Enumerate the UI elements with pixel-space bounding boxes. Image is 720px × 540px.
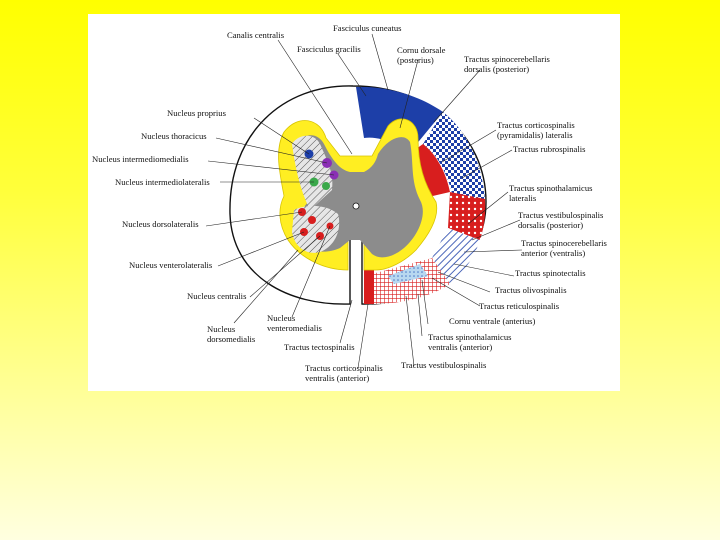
label-nucleus-ventrolateralis: Nucleus venterolateralis — [129, 260, 213, 270]
label-cornu-dorsale-1: Cornu dorsale — [397, 45, 446, 55]
label-tractus-rubrospinalis: Tractus rubrospinalis — [513, 144, 586, 154]
label-tractus-reticulospinalis: Tractus reticulospinalis — [479, 301, 560, 311]
label-vestibulospinalis-dorsalis-2: dorsalis (posterior) — [518, 220, 583, 230]
label-nucleus-ventromedialis-2: venteromedialis — [267, 323, 323, 333]
spinocerebellar-dorsal-region — [423, 112, 485, 202]
label-nucleus-intermediolateralis: Nucleus intermediolateralis — [115, 177, 210, 187]
label-nucleus-dorsomedialis-2: dorsomedialis — [207, 334, 256, 344]
leader-lines — [205, 33, 523, 369]
label-nucleus-centralis: Nucleus centralis — [187, 291, 247, 301]
label-spinothalamicus-lateralis-2: lateralis — [509, 193, 537, 203]
spinal-cord-diagram: Canalis centralis Fasciculus cuneatus Fa… — [92, 23, 607, 383]
label-spinothalamicus-lateralis-1: Tractus spinothalamicus — [509, 183, 593, 193]
ventral-horn-left — [292, 205, 340, 253]
label-fasciculus-cuneatus: Fasciculus cuneatus — [333, 23, 402, 33]
label-corticospinalis-ventralis-1: Tractus corticospinalis — [305, 363, 383, 373]
label-vestibulospinalis-dorsalis-1: Tractus vestibulospinalis — [518, 210, 604, 220]
nucleus-dorsolateralis-mark-2 — [308, 216, 316, 224]
label-cornu-ventrale: Cornu ventrale (anterius) — [449, 316, 536, 326]
right-tracts — [356, 86, 486, 305]
central-canal — [352, 202, 360, 210]
nuclei — [298, 149, 339, 240]
label-nucleus-ventromedialis-1: Nucleus — [267, 313, 296, 323]
ventral-tracts-region — [364, 258, 450, 305]
label-cornu-dorsale-2: (posterius) — [397, 55, 434, 65]
label-tractus-spinotectalis: Tractus spinotectalis — [515, 268, 586, 278]
label-corticospinalis-ventralis-2: ventralis (anterior) — [305, 373, 369, 383]
label-spinothalamicus-ventralis-1: Tractus spinothalamicus — [428, 332, 512, 342]
label-nucleus-dorsolateralis: Nucleus dorsolateralis — [122, 219, 199, 229]
spinotectal-region — [388, 264, 428, 284]
spinothalamic-lateral-region — [432, 228, 480, 284]
label-nucleus-intermediomedialis: Nucleus intermediomedialis — [92, 154, 189, 164]
spinal-cord-figure: Canalis centralis Fasciculus cuneatus Fa… — [88, 14, 620, 391]
rubrospinal-region — [448, 192, 486, 240]
label-spinocerebellaris-dorsalis-2: dorsalis (posterior) — [464, 64, 529, 74]
labels: Canalis centralis Fasciculus cuneatus Fa… — [92, 23, 607, 383]
label-spinocerebellaris-anterior-2: anterior (ventralis) — [521, 248, 585, 258]
label-tractus-tectospinalis: Tractus tectospinalis — [284, 342, 355, 352]
label-spinocerebellaris-anterior-1: Tractus spinocerebellaris — [521, 238, 607, 248]
nucleus-intermediolateralis-mark-2 — [322, 182, 330, 190]
label-tractus-olivospinalis: Tractus olivospinalis — [495, 285, 567, 295]
label-tractus-vestibulospinalis: Tractus vestibulospinalis — [401, 360, 487, 370]
label-nucleus-dorsomedialis-1: Nucleus — [207, 324, 236, 334]
label-nucleus-thoracicus: Nucleus thoracicus — [141, 131, 207, 141]
label-spinothalamicus-ventralis-2: ventralis (anterior) — [428, 342, 492, 352]
label-canalis-centralis: Canalis centralis — [227, 30, 285, 40]
label-fasciculus-gracilis: Fasciculus gracilis — [297, 44, 361, 54]
label-corticospinalis-lateralis-2: (pyramidalis) lateralis — [497, 130, 573, 140]
label-nucleus-proprius: Nucleus proprius — [167, 108, 227, 118]
label-corticospinalis-lateralis-1: Tractus corticospinalis — [497, 120, 575, 130]
label-spinocerebellaris-dorsalis-1: Tractus spinocerebellaris — [464, 54, 550, 64]
